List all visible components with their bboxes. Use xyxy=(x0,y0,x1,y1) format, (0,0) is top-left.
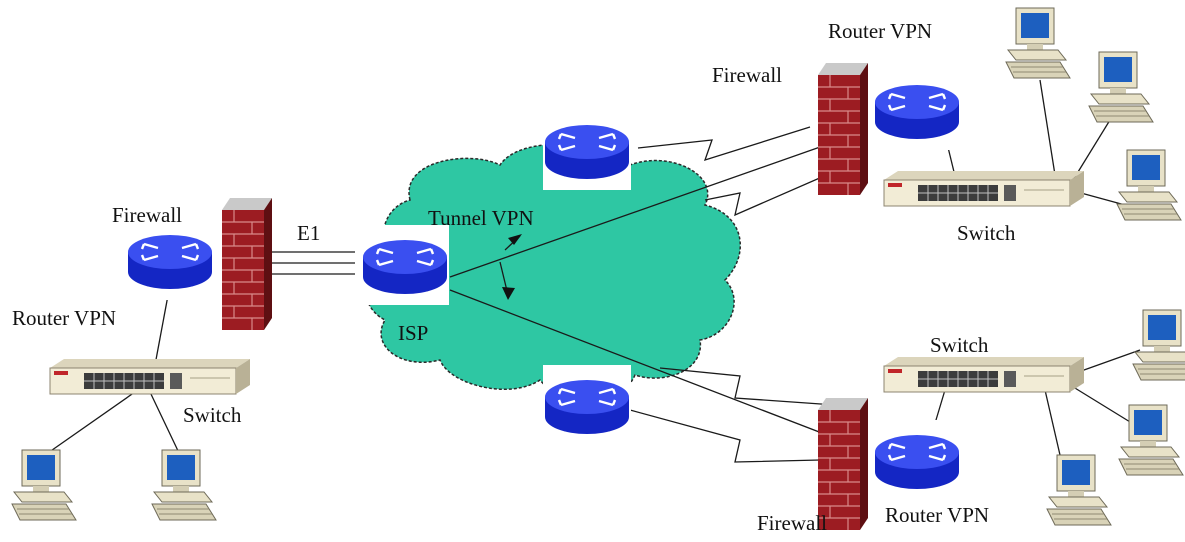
firewall-icon[interactable] xyxy=(817,62,869,196)
switch-icon[interactable] xyxy=(49,358,251,395)
label-e1: E1 xyxy=(297,221,320,245)
label-router-vpn-left: Router VPN xyxy=(12,306,116,330)
computer-icon[interactable] xyxy=(1046,454,1112,526)
switch-icon[interactable] xyxy=(883,356,1085,393)
computer-icon[interactable] xyxy=(11,449,77,521)
label-firewall-left: Firewall xyxy=(112,203,182,227)
router-icon[interactable] xyxy=(541,363,633,447)
label-switch-top: Switch xyxy=(957,221,1016,245)
computer-icon[interactable] xyxy=(1116,149,1182,221)
router-icon[interactable] xyxy=(541,108,633,192)
label-router-vpn-top: Router VPN xyxy=(828,19,932,43)
router-icon[interactable] xyxy=(359,223,451,307)
network-links xyxy=(44,79,1141,463)
switch-icon[interactable] xyxy=(883,170,1085,207)
computer-icon[interactable] xyxy=(1132,309,1185,381)
label-router-vpn-bottom: Router VPN xyxy=(885,503,989,527)
label-tunnel-vpn: Tunnel VPN xyxy=(428,206,534,230)
computer-icon[interactable] xyxy=(1005,7,1071,79)
label-firewall-bottom: Firewall xyxy=(757,511,827,535)
label-firewall-top: Firewall xyxy=(712,63,782,87)
label-switch-left: Switch xyxy=(183,403,242,427)
router-icon[interactable] xyxy=(124,218,216,302)
computer-icon[interactable] xyxy=(1088,51,1154,123)
label-isp: ISP xyxy=(398,321,428,345)
computer-icon[interactable] xyxy=(1118,404,1184,476)
computer-icon[interactable] xyxy=(151,449,217,521)
firewall-icon[interactable] xyxy=(221,197,273,331)
router-icon[interactable] xyxy=(871,418,963,502)
label-switch-bottom: Switch xyxy=(930,333,989,357)
router-icon[interactable] xyxy=(871,68,963,152)
